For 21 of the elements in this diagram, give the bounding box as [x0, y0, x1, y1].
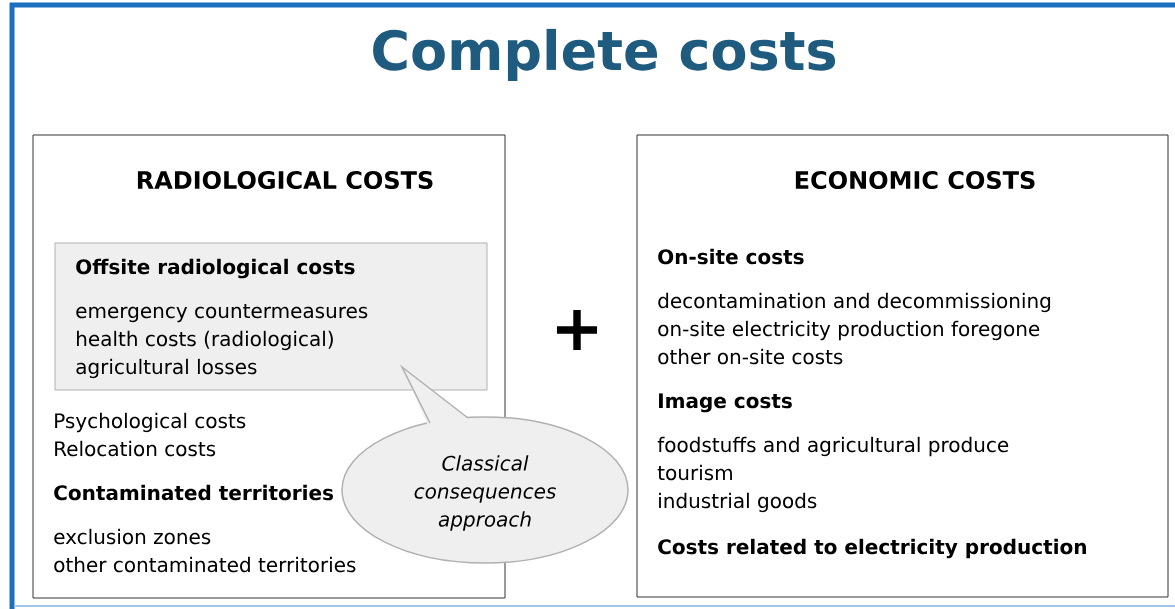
section-heading: Contaminated territories: [54, 484, 333, 501]
plus-sign: +: [556, 309, 598, 351]
cost-item: health costs (radiological): [77, 330, 333, 351]
cost-item: industrial goods: [659, 492, 817, 513]
cost-item: Psychological costs: [55, 412, 246, 433]
cost-item: on-site electricity production foregone: [658, 320, 1040, 341]
cost-item: emergency countermeasures: [76, 303, 368, 323]
cost-item: foodstuffs and agricultural produce: [657, 436, 1009, 457]
cost-item: tourism: [657, 464, 732, 481]
section-heading: Image costs: [659, 393, 792, 413]
cost-item: agricultural losses: [76, 358, 257, 379]
section-heading: On-site costs: [658, 248, 804, 265]
cost-item: other on-site costs: [658, 348, 843, 365]
slide-title: Complete costs: [373, 28, 836, 82]
section-heading: Costs related to electricity production: [658, 538, 1086, 559]
cost-item: exclusion zones: [54, 528, 211, 545]
panel-heading: RADIOLOGICAL COSTS: [137, 170, 433, 190]
cost-item: decontamination and decommissioning: [658, 292, 1051, 313]
cost-item: Relocation costs: [55, 440, 216, 457]
section-heading: Offsite radiological costs: [76, 258, 355, 279]
panel-heading: ECONOMIC COSTS: [795, 170, 1035, 190]
